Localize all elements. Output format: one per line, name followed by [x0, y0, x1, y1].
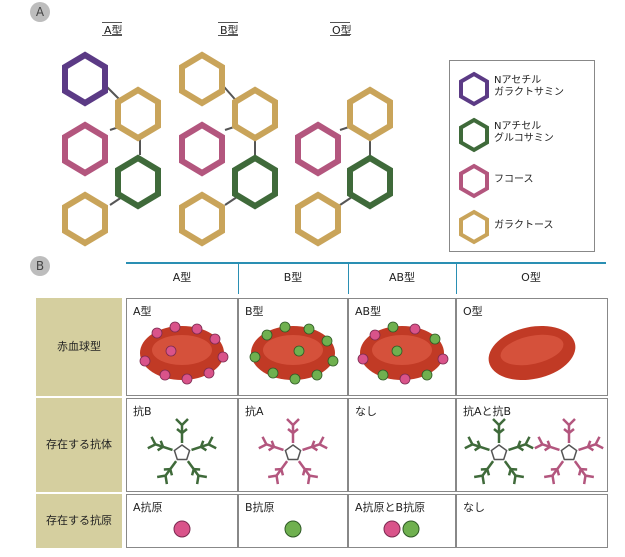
green-hex-icon — [459, 117, 489, 153]
cell-rbc-o: O型 — [456, 298, 608, 396]
col-header-o: O型 — [521, 271, 541, 284]
legend-item-fucose: フコース — [450, 161, 594, 201]
anti-b-antibody-icon — [146, 418, 218, 486]
o-type-chain — [295, 86, 393, 247]
row-header-antibody: 存在する抗体 — [36, 398, 122, 492]
b-type-chain — [179, 51, 278, 247]
purple-hex-icon — [459, 71, 489, 107]
pink-hex-icon — [459, 163, 489, 199]
cell-rbc-ab: AB型 — [348, 298, 456, 396]
rbc-o-cell-illustration — [488, 325, 576, 381]
cell-rbc-b: B型 — [238, 298, 348, 396]
col-header-ab: AB型 — [348, 262, 457, 294]
antigen-a-dot-icon — [173, 520, 191, 538]
sugar-chain-diagram — [62, 51, 393, 247]
col-header-a: A型 — [126, 262, 239, 294]
rbc-a-cell-illustration — [139, 321, 229, 385]
anti-a-antibody-icon — [257, 418, 329, 486]
cell-antibody-o: 抗Aと抗B — [456, 398, 608, 492]
legend-item-n-acetylglucosamine: Nアチセル グルコサミン — [450, 115, 594, 155]
cell-antigen-b: B抗原 — [238, 494, 348, 548]
col-header-b: B型 — [238, 262, 349, 294]
cell-antigen-ab: A抗原とB抗原 — [348, 494, 456, 548]
rbc-b-cell-illustration — [249, 321, 339, 385]
section-a-badge: A — [30, 2, 50, 22]
legend-box: Nアセチル ガラクトサミン Nアチセル グルコサミン フコース ガラクトース — [449, 60, 595, 252]
cell-antibody-ab: なし — [348, 398, 456, 492]
blood-type-table: A型 B型 AB型 O型 赤血球型 A型 B型 — [36, 262, 610, 552]
row-header-rbc: 赤血球型 — [36, 298, 122, 396]
antigen-b-dot-icon — [284, 520, 302, 538]
cell-rbc-a: A型 — [126, 298, 238, 396]
row-header-antigen: 存在する抗原 — [36, 494, 122, 548]
section-b-badge: B — [30, 256, 50, 276]
tan-hex-icon — [459, 209, 489, 245]
rbc-ab-cell-illustration — [357, 321, 449, 385]
cell-antigen-o: なし — [456, 494, 608, 548]
anti-a-and-b-antibody-icon — [463, 417, 605, 486]
legend-item-galactose: ガラクトース — [450, 207, 594, 247]
cell-antigen-a: A抗原 — [126, 494, 238, 548]
cell-antibody-a: 抗B — [126, 398, 238, 492]
legend-item-n-acetylgalactosamine: Nアセチル ガラクトサミン — [450, 69, 594, 109]
cell-antibody-b: 抗A — [238, 398, 348, 492]
antigen-ab-dots-icon — [383, 520, 420, 538]
a-type-chain — [62, 51, 161, 247]
